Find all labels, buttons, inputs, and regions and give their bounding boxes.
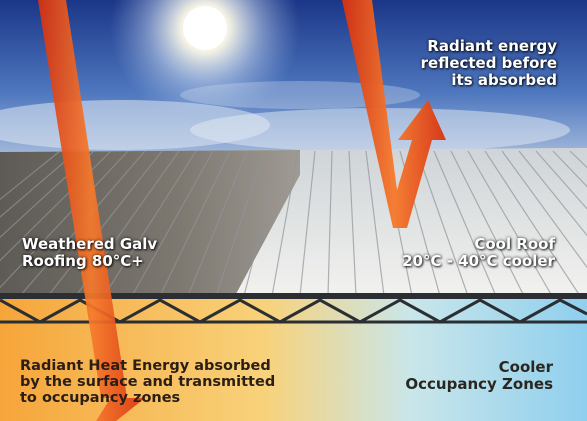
cooler-zones-line-1: Cooler [498, 358, 553, 376]
cool-roof-section [235, 148, 587, 296]
roof-rib [187, 150, 248, 297]
roof-rib [103, 150, 197, 297]
roof-rib [433, 150, 497, 297]
roof-rib [416, 150, 469, 297]
sun-icon [110, 0, 300, 123]
weathered-line-2: Roofing 80°C+ [22, 251, 144, 270]
cool-roof-line-1: Cool Roof [474, 235, 555, 253]
reflection-arrow-icon [342, 0, 446, 228]
roof-rib [215, 150, 265, 297]
absorption-arrow-icon [38, 0, 145, 421]
reflected-line-2: reflected before [420, 53, 557, 72]
roof-rib [299, 150, 316, 297]
absorbed-label: Radiant Heat Energy absorbed by the surf… [20, 358, 276, 407]
roof-rib [243, 150, 282, 297]
roof-rib [501, 150, 587, 269]
roof-rib [365, 150, 385, 297]
absorbed-line-1: Radiant Heat Energy absorbed [20, 358, 271, 374]
roof-rib [484, 150, 581, 297]
reflected-line-1: Radiant energy [427, 37, 557, 55]
cool-roof-label: Cool Roof 20°C - 40°C cooler [402, 236, 555, 270]
cooler-zones-label: Cooler Occupancy Zones [405, 359, 553, 392]
roof-rib [0, 150, 78, 218]
roof-rib [348, 150, 357, 297]
absorbed-line-2: by the surface and transmitted [20, 373, 276, 390]
absorbed-line-3: to occupancy zones [20, 389, 181, 406]
roof-rib [47, 150, 163, 297]
weathered-line-1: Weathered Galv [22, 235, 158, 253]
reflected-label: Radiant energy reflected before its abso… [421, 38, 557, 88]
roof-rib [159, 150, 231, 297]
roof-rib [467, 150, 553, 297]
cool-roof-line-2: 20°C - 40°C cooler [402, 251, 555, 270]
roof-rib [271, 150, 299, 297]
roof-rib [535, 150, 587, 210]
roof-rib [0, 150, 61, 201]
reflected-line-3: its absorbed [451, 70, 557, 89]
roof-rib [450, 150, 525, 297]
roof-rib [518, 150, 587, 237]
roof-rib [552, 150, 587, 188]
weathered-label: Weathered Galv Roofing 80°C+ [22, 236, 157, 270]
roof-rib [131, 150, 214, 297]
roof-rib [327, 150, 333, 297]
roof-rib [0, 150, 129, 289]
cooler-zones-line-2: Occupancy Zones [405, 374, 553, 393]
